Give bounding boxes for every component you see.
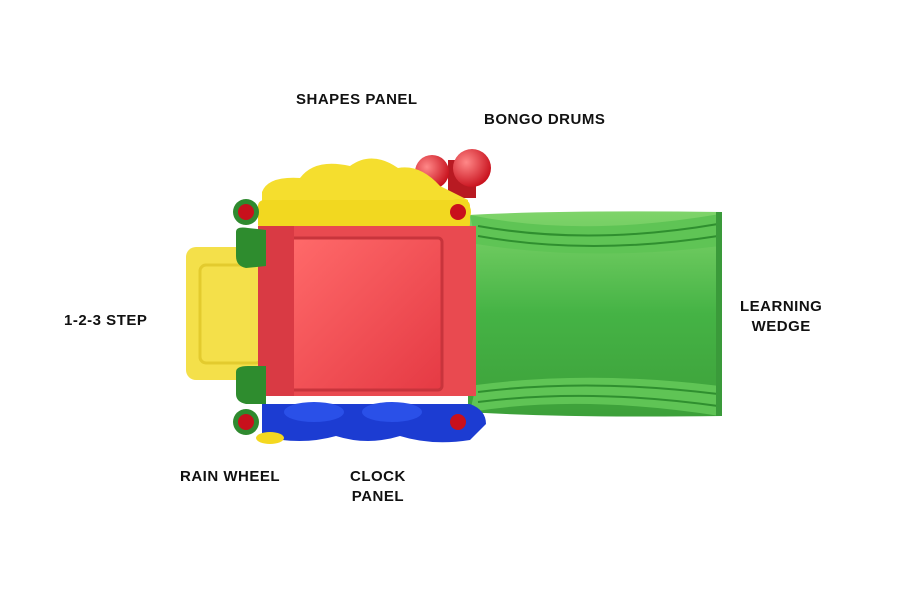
clock-panel-component — [262, 402, 486, 443]
corner-posts — [233, 199, 471, 435]
learning-wedge-label-line-1: LEARNING — [740, 298, 823, 315]
rain-wheel-label: RAIN WHEEL — [180, 468, 280, 485]
clock-panel-label: CLOCK PANEL — [350, 467, 406, 507]
step-label: 1-2-3 STEP — [64, 312, 148, 329]
shapes-panel-label: SHAPES PANEL — [296, 91, 418, 108]
bongo-drums-label: BONGO DRUMS — [484, 111, 606, 128]
learning-wedge-label-line-2: WEDGE — [751, 318, 811, 335]
clock-panel-label-line-1: CLOCK — [350, 468, 406, 485]
clock-panel-label-line-2: PANEL — [351, 488, 405, 505]
shapes-panel-component — [258, 158, 470, 230]
rain-wheel-component — [256, 432, 284, 444]
connectors — [236, 227, 266, 404]
bongo-drums-component — [415, 149, 491, 198]
learning-wedge-component — [468, 211, 722, 417]
red-platform-component — [258, 226, 476, 396]
learning-wedge-label: LEARNING WEDGE — [740, 297, 822, 337]
